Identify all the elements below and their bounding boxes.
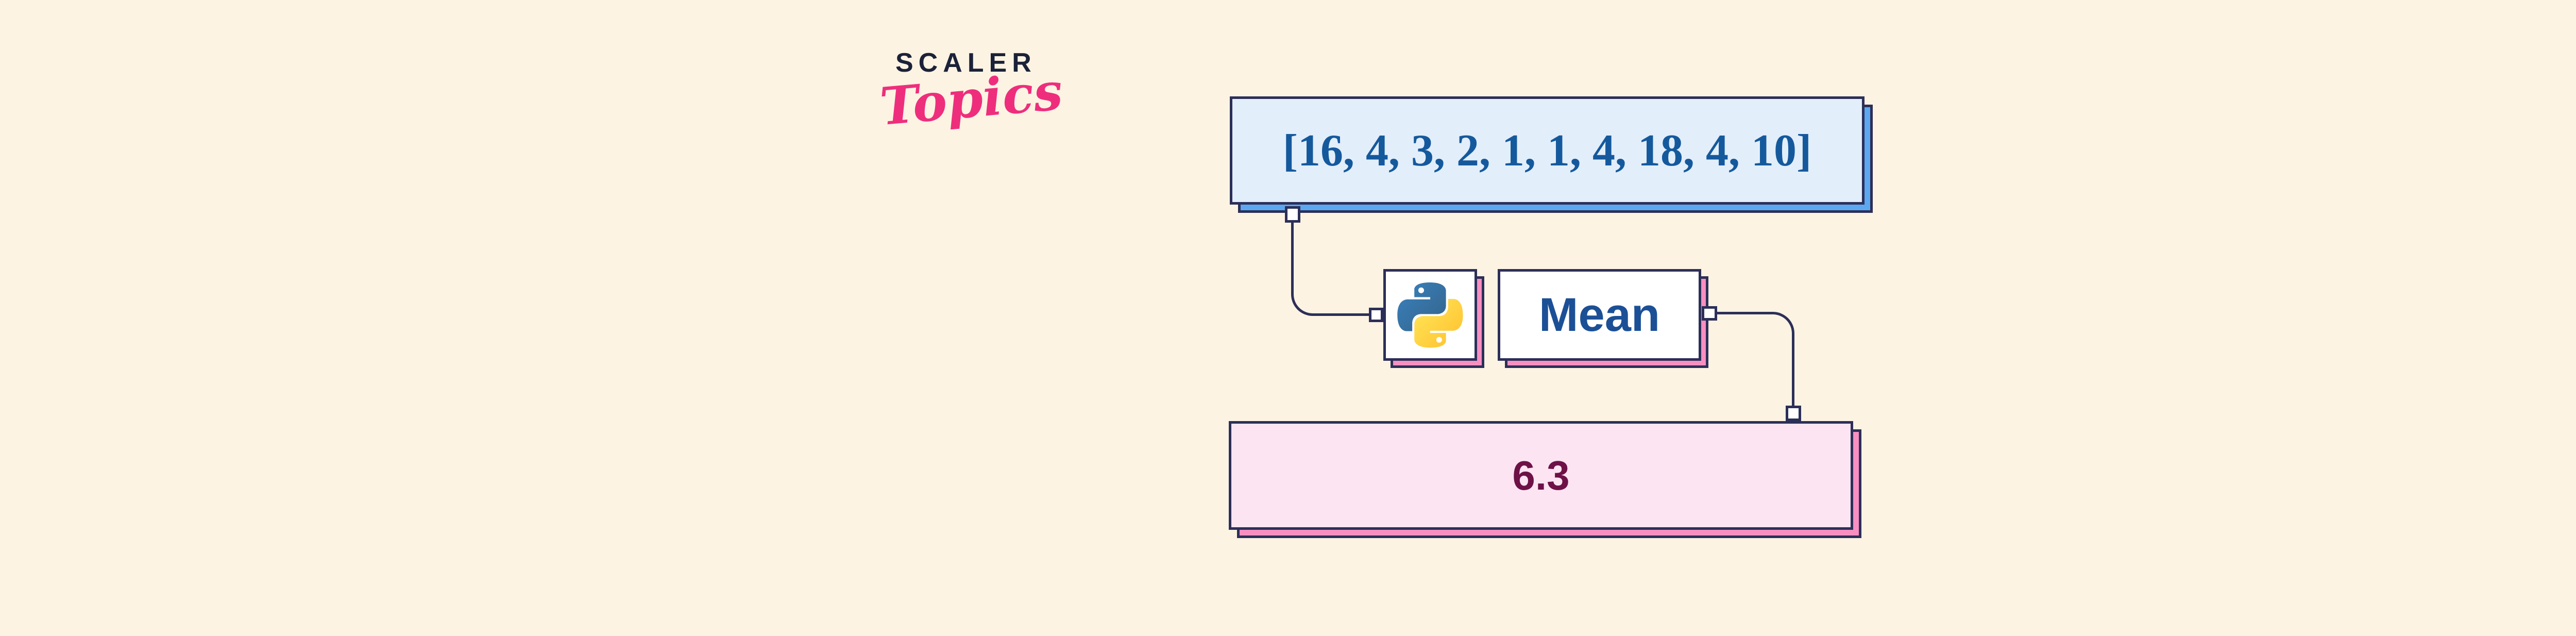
python-node <box>1383 269 1477 361</box>
result-value: 6.3 <box>1512 452 1570 498</box>
connector-input-output-port <box>1285 206 1300 223</box>
input-array-box: [16, 4, 3, 2, 1, 1, 4, 18, 4, 10] <box>1230 96 1865 205</box>
input-array-value: [16, 4, 3, 2, 1, 1, 4, 18, 4, 10] <box>1282 125 1812 176</box>
wire-mean-to-result <box>1717 312 1794 408</box>
mean-node: Mean <box>1498 269 1701 361</box>
python-icon <box>1397 282 1463 348</box>
wire-input-to-python <box>1291 223 1369 316</box>
connector-python-input-port <box>1369 308 1383 322</box>
scaler-brand-text: SCALER <box>895 48 1037 78</box>
result-box: 6.3 <box>1229 421 1853 530</box>
mean-label: Mean <box>1538 288 1660 341</box>
connector-mean-output-port <box>1702 306 1717 321</box>
topics-wordmark: Topics <box>877 60 1065 137</box>
scaler-topics-logo: SCALER Topics <box>871 45 1065 148</box>
connector-result-input-port <box>1786 406 1801 421</box>
